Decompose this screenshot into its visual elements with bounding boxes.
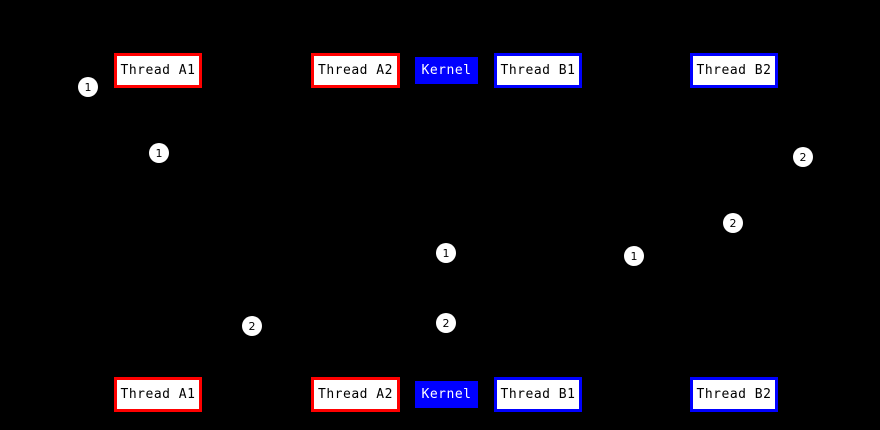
participant-bottom-thread-b1-label: Thread B1 — [500, 387, 576, 402]
participant-top-thread-b1[interactable]: Thread B1 — [494, 53, 582, 88]
msg-1-kernel-b1 — [446, 246, 635, 264]
participant-top-thread-b2-label: Thread B2 — [696, 63, 772, 78]
sequence-number-seq-2-a: 2 — [793, 147, 813, 167]
sequence-number-seq-2-c: 2 — [242, 316, 262, 336]
participant-top-thread-a2[interactable]: Thread A2 — [311, 53, 400, 88]
lifeline-thread-b1 — [538, 88, 539, 377]
lifeline-thread-a1 — [158, 88, 159, 377]
msg-2-kernel-a2 — [252, 315, 447, 333]
participant-top-kernel-label: Kernel — [421, 63, 472, 78]
msg-1-self-a1 — [157, 97, 158, 143]
participant-bottom-thread-b2[interactable]: Thread B2 — [690, 377, 778, 412]
participant-bottom-thread-b1[interactable]: Thread B1 — [494, 377, 582, 412]
msg-1-a1-kernel — [157, 163, 446, 244]
participant-bottom-thread-a2[interactable]: Thread A2 — [311, 377, 400, 412]
sequence-number-seq-1-c: 1 — [436, 243, 456, 263]
participant-bottom-thread-a2-label: Thread A2 — [318, 387, 393, 402]
participant-top-thread-a1-label: Thread A1 — [120, 63, 196, 78]
participant-top-thread-a2-label: Thread A2 — [318, 63, 393, 78]
sequence-number-seq-1-b: 1 — [149, 143, 169, 163]
participant-bottom-thread-a1[interactable]: Thread A1 — [114, 377, 202, 412]
sequence-number-seq-1-a: 1 — [78, 77, 98, 97]
sequence-number-seq-1-d: 1 — [624, 246, 644, 266]
participant-bottom-kernel-label: Kernel — [421, 387, 472, 402]
participant-top-thread-b2[interactable]: Thread B2 — [690, 53, 778, 88]
sequence-number-seq-2-d: 2 — [436, 313, 456, 333]
participant-bottom-thread-a1-label: Thread A1 — [120, 387, 196, 402]
sequence-number-seq-2-b: 2 — [723, 213, 743, 233]
msg-2-b2-kernel — [445, 232, 734, 313]
lifeline-kernel — [446, 84, 447, 381]
participant-top-thread-b1-label: Thread B1 — [500, 63, 576, 78]
participant-top-kernel[interactable]: Kernel — [415, 57, 478, 84]
participant-bottom-kernel[interactable]: Kernel — [415, 381, 478, 408]
msg-2-self-b2 — [733, 97, 734, 213]
lifeline-thread-a2 — [355, 88, 356, 377]
participant-bottom-thread-b2-label: Thread B2 — [696, 387, 772, 402]
participant-top-thread-a1[interactable]: Thread A1 — [114, 53, 202, 88]
